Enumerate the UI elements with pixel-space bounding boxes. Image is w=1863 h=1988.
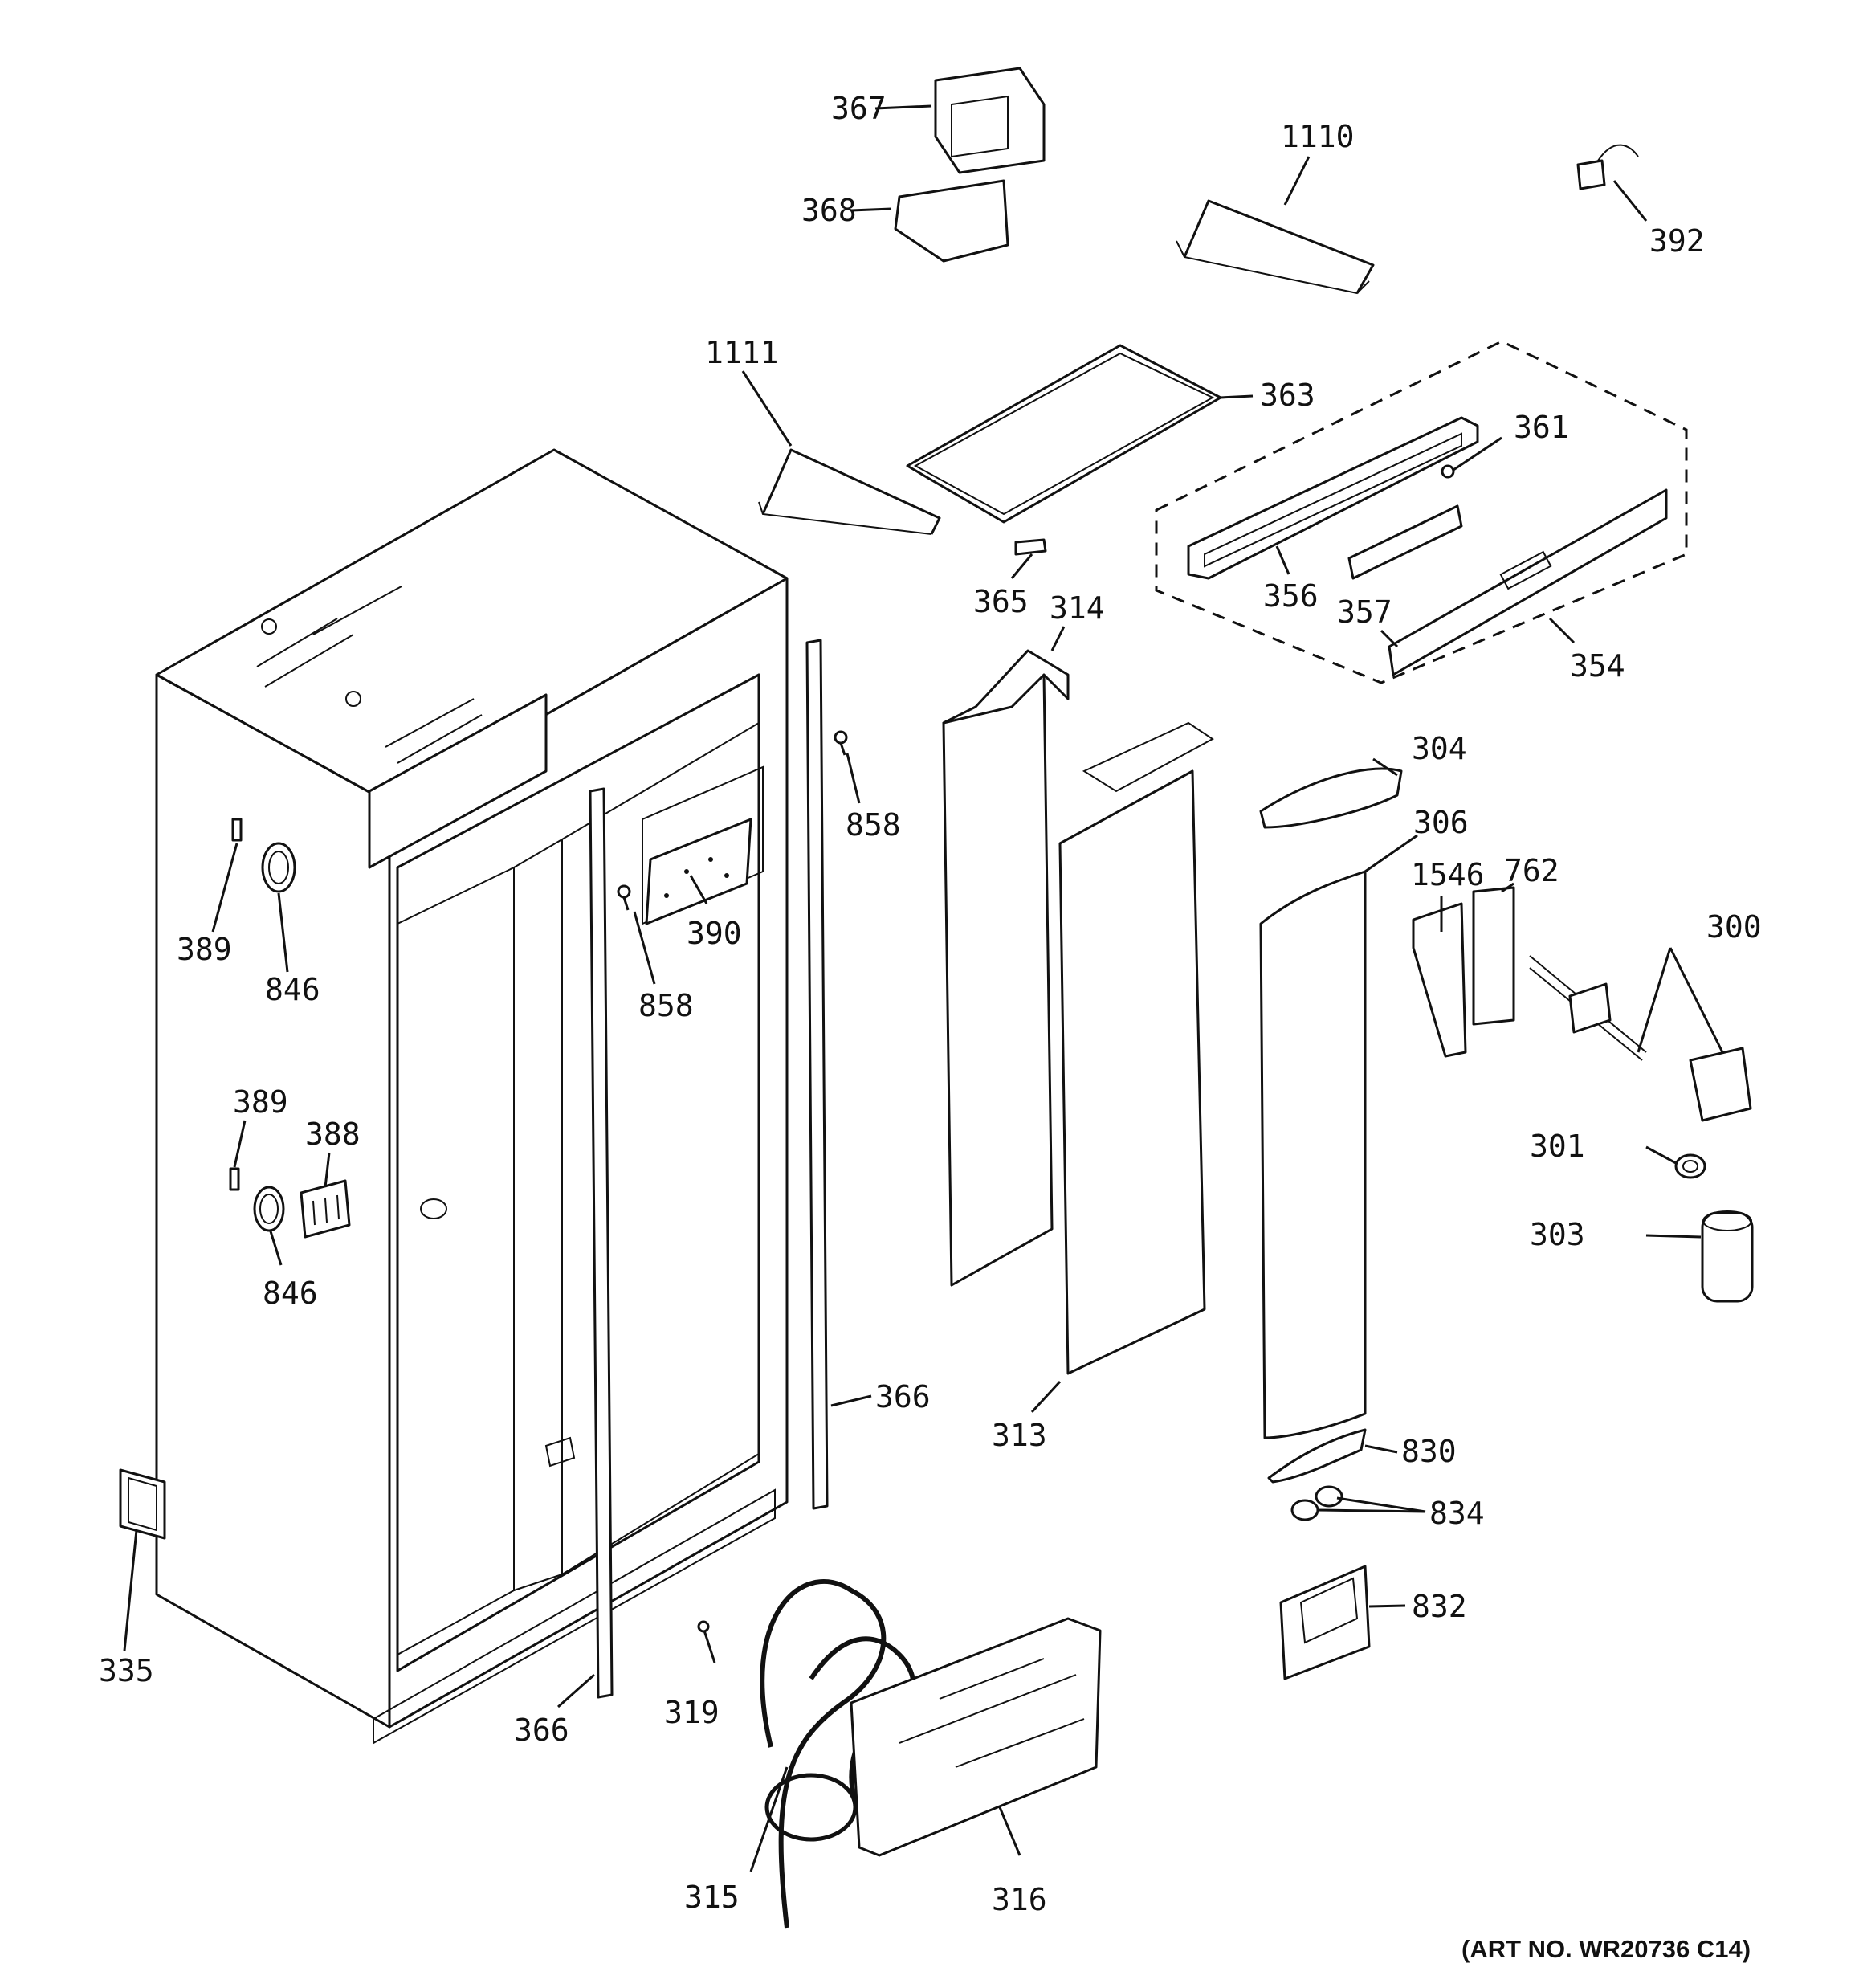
- callout-301: 301: [1530, 1129, 1585, 1164]
- callout-314: 314: [1050, 590, 1105, 626]
- assembly-300: [1529, 955, 1752, 1122]
- callout-1546: 1546: [1411, 857, 1485, 892]
- leader-lines: [123, 104, 1724, 1872]
- strip-366-left: [589, 787, 614, 1699]
- callout-846-upper: 846: [265, 972, 320, 1007]
- vent-846-upper: [261, 842, 296, 893]
- door-306: [1259, 870, 1367, 1439]
- callout-858-lower: 858: [638, 988, 694, 1023]
- callout-316: 316: [992, 1882, 1047, 1917]
- part-367: [934, 67, 1046, 174]
- callout-1111: 1111: [705, 335, 779, 370]
- callout-365: 365: [973, 584, 1029, 619]
- screw-858-lower: [617, 884, 631, 911]
- strip-366-right: [805, 639, 829, 1510]
- callout-labels: 367 368 1110 392 1111 363 361 365 356 35…: [99, 91, 1762, 1917]
- callout-830: 830: [1401, 1434, 1457, 1469]
- callout-390: 390: [687, 916, 742, 951]
- plate-390: [645, 818, 752, 925]
- callout-335: 335: [99, 1653, 154, 1688]
- grille-335: [119, 1468, 166, 1540]
- callout-389-upper: 389: [177, 932, 232, 967]
- trim-830: [1267, 1428, 1367, 1484]
- callout-319: 319: [664, 1695, 720, 1730]
- callout-366-lower: 366: [514, 1712, 569, 1748]
- panel-354: [1388, 488, 1668, 676]
- panel-313: [1058, 721, 1214, 1375]
- callout-846-lower: 846: [263, 1276, 318, 1311]
- kickplate-316: [850, 1617, 1102, 1857]
- callout-306: 306: [1413, 805, 1469, 840]
- callout-315: 315: [684, 1880, 740, 1915]
- callout-1110: 1110: [1281, 119, 1355, 154]
- bracket-1110: [1176, 199, 1375, 295]
- bracket-1111: [758, 448, 941, 535]
- callout-762: 762: [1504, 853, 1559, 888]
- art-number: (ART NO. WR20736 C14): [1461, 1935, 1751, 1963]
- screw-361: [1441, 464, 1455, 479]
- bracket-1546: [1412, 902, 1467, 1058]
- callout-313: 313: [992, 1418, 1047, 1453]
- board-357: [1347, 504, 1463, 580]
- clip-365: [1014, 538, 1047, 556]
- switch-388: [300, 1179, 351, 1239]
- vent-846-lower: [253, 1186, 285, 1232]
- feet-834: [1290, 1485, 1343, 1521]
- assembly-354-outline: [1155, 340, 1688, 684]
- callout-361: 361: [1514, 410, 1569, 445]
- callout-366-upper: 366: [875, 1379, 931, 1414]
- plug-389-lower: [229, 1167, 240, 1191]
- cover-363: [906, 344, 1222, 524]
- block-762: [1472, 886, 1515, 1026]
- screw-319: [697, 1620, 716, 1663]
- callout-368: 368: [801, 193, 857, 228]
- housing-356: [1187, 416, 1479, 580]
- callout-303: 303: [1530, 1217, 1585, 1252]
- connector-392: [1576, 144, 1639, 190]
- callout-367: 367: [831, 91, 887, 126]
- panel-314: [942, 649, 1070, 1287]
- filter-303: [1701, 1210, 1754, 1303]
- callout-858-upper: 858: [846, 807, 901, 843]
- callout-388: 388: [305, 1116, 361, 1152]
- callout-834: 834: [1429, 1496, 1485, 1531]
- callout-832: 832: [1412, 1589, 1467, 1624]
- part-304: [1259, 767, 1403, 829]
- callout-300: 300: [1706, 909, 1762, 945]
- plug-389-upper: [231, 818, 243, 842]
- bracket-832: [1279, 1565, 1371, 1680]
- callout-392: 392: [1649, 223, 1705, 259]
- part-368: [894, 179, 1009, 263]
- cap-301: [1674, 1153, 1706, 1179]
- callout-363: 363: [1260, 378, 1315, 413]
- callout-304: 304: [1412, 731, 1467, 766]
- callout-357: 357: [1337, 594, 1392, 630]
- screw-858-upper: [834, 730, 848, 756]
- callout-389-lower: 389: [233, 1084, 288, 1120]
- callout-354: 354: [1570, 648, 1625, 684]
- callout-356: 356: [1263, 578, 1319, 614]
